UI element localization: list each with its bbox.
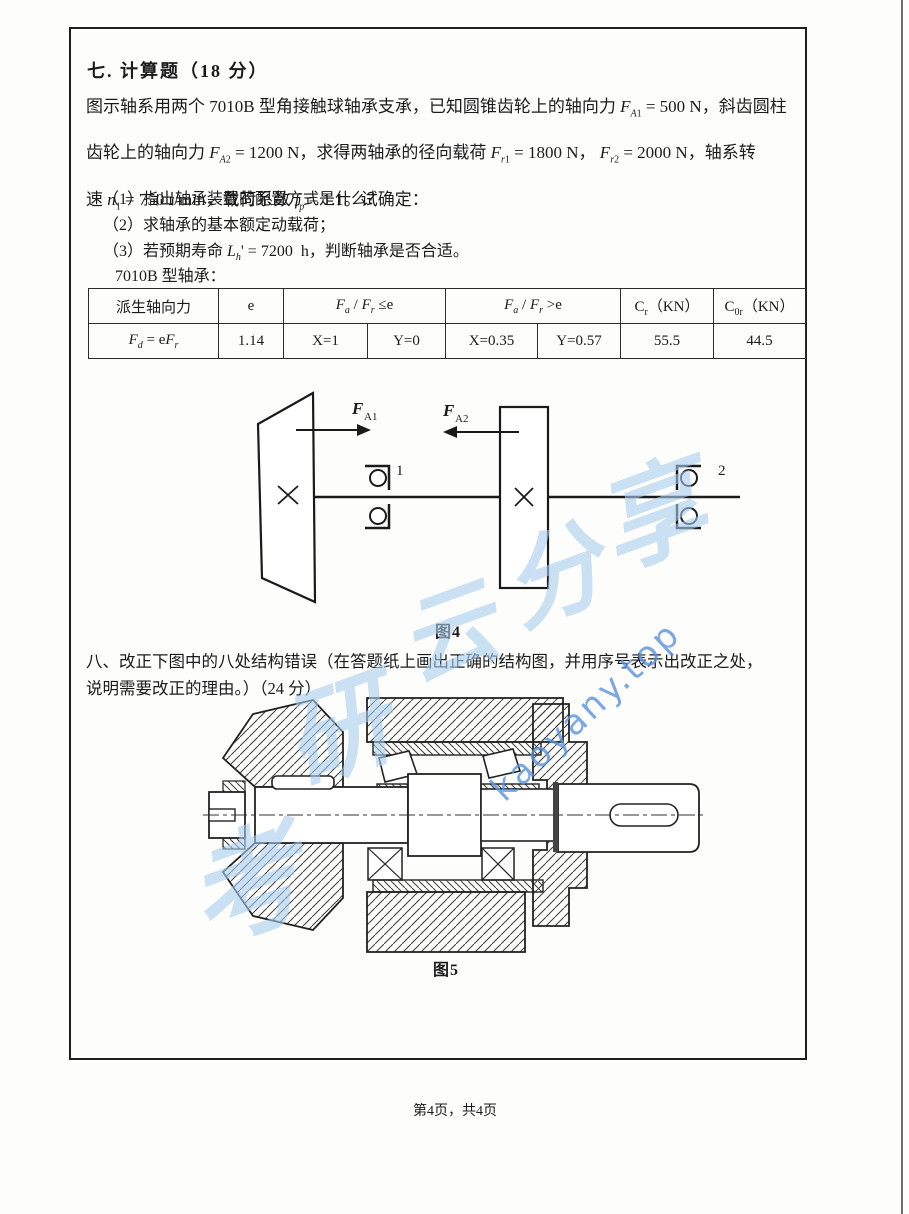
header-cr: Cr（KN） [620,288,714,324]
paragraph-line: 图示轴系用两个 7010B 型角接触球轴承支承，已知圆锥齿轮上的轴向力 FA1 … [86,97,787,120]
page-number-footer: 第4页，共4页 [413,1104,497,1119]
bearing-bottom-right [481,847,515,881]
fa1-label: F [351,399,364,418]
fa2-label: F [442,401,455,420]
cell-y1: Y=0 [367,323,446,359]
seal-ring [553,782,558,852]
tapered-roller-right [482,748,522,779]
bearing1-number: 1 [396,463,404,479]
section7-question-list: （1）指出轴承装置的配置方式是什么？ （2）求轴承的基本额定动载荷； （3）若预… [103,187,469,271]
bevel-gear-upper [221,699,344,788]
header-fa-fr-gt: Fa / Fr >e [445,288,621,324]
bevel-gear-lower [221,842,344,931]
bearing-data-table: 派生轴向力 e Fa / Fr ≤e Fa / Fr >e Cr（KN） C0r… [88,288,806,359]
cell-x2: X=0.35 [445,323,538,359]
paragraph-line: 齿轮上的轴向力 FA2 = 1200 N，求得两轴承的径向载荷 Fr1 = 18… [86,143,756,166]
housing-bottom-block [366,891,526,953]
cell-y2: Y=0.57 [537,323,621,359]
header-fa-fr-le: Fa / Fr ≤e [283,288,446,324]
bearing2-symbol [675,464,701,530]
bearing1-symbol [365,464,391,530]
section8-text: 八、改正下图中的八处结构错误（在答题纸上画出正确的结构图，并用序号表示出改正之处… [86,648,802,702]
bearing-bottom-left [367,847,403,881]
scan-edge-line [901,0,903,1214]
fa1-arrowhead [357,424,371,436]
header-derived-axial-force: 派生轴向力 [88,288,219,324]
header-c0r: C0r（KN） [713,288,806,324]
cell-e-value: 1.14 [218,323,284,359]
key-slot [271,775,335,790]
section7-paragraph: 图示轴系用两个 7010B 型角接触球轴承支承，已知圆锥齿轮上的轴向力 FA1 … [86,87,796,226]
question-item: （2）求轴承的基本额定动载荷； [103,217,336,234]
page-border-frame [69,27,807,1060]
cell-cr-value: 55.5 [620,323,714,359]
section8-line: 八、改正下图中的八处结构错误（在答题纸上画出正确的结构图，并用序号表示出改正之处… [86,652,763,671]
figure5-caption: 图5 [432,962,459,979]
figure5-cross-section [203,697,707,953]
fa1-subscript: A1 [364,411,377,423]
paragraph-line: 速 n1 = 750 r/min，载荷系数 fp = 1.1。试确定： [86,189,429,213]
section7-title: 七. 计算题（18 分） [87,61,269,81]
section8-line: 说明需要改正的理由。）（24 分） [86,679,322,698]
cell-c0r-value: 44.5 [713,323,806,359]
header-e: e [218,288,284,324]
table-data-row: Fd = eFr 1.14 X=1 Y=0 X=0.35 Y=0.57 55.5… [88,323,806,359]
bearing2-number: 2 [718,463,726,479]
housing-top-block [366,697,564,743]
fa2-subscript: A2 [455,413,468,425]
cell-derived-formula: Fd = eFr [88,323,219,359]
cell-x1: X=1 [283,323,368,359]
figure4-caption: 图4 [434,624,461,641]
table-caption: 7010B 型轴承： [115,268,226,285]
fa2-arrowhead [443,426,457,438]
table-header-row: 派生轴向力 e Fa / Fr ≤e Fa / Fr >e Cr（KN） C0r… [88,288,806,324]
bearing-ring-bottom [372,879,544,893]
question-item: （3）若预期寿命 Lh' = 7200 h，判断轴承是否合适。 [103,243,469,264]
figure4-shaft-scheme: F A1 F A2 1 2 [256,391,740,604]
question-item: （1）指出轴承装置的配置方式是什么？ [103,191,384,208]
